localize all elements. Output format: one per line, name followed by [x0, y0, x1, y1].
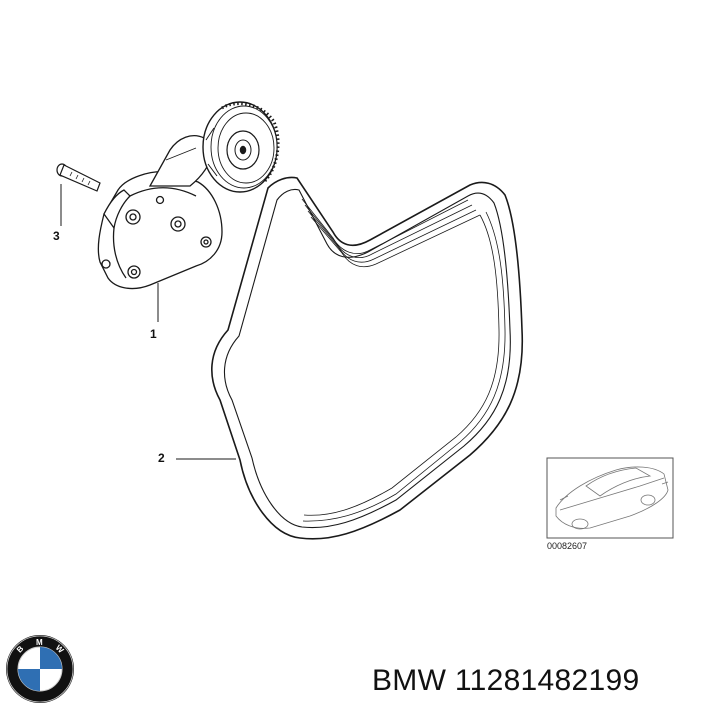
- logo-letter-m: M: [36, 638, 43, 647]
- belt-tensioner: [97, 135, 223, 290]
- bmw-logo: B M W: [6, 635, 74, 703]
- part-number-label: BMW 11281482199: [372, 664, 640, 697]
- car-sketch: [555, 466, 669, 530]
- callout-number-2: 2: [158, 451, 165, 465]
- logo-letter-b: B: [15, 644, 26, 655]
- vehicle-inset: [546, 457, 674, 539]
- callout-number-3: 3: [53, 229, 60, 243]
- callout-number-1: 1: [150, 327, 157, 341]
- inset-reference-code: 00082607: [547, 541, 588, 551]
- idler-pulley: [202, 101, 280, 193]
- bolt: [56, 163, 101, 192]
- serpentine-belt: [211, 176, 524, 540]
